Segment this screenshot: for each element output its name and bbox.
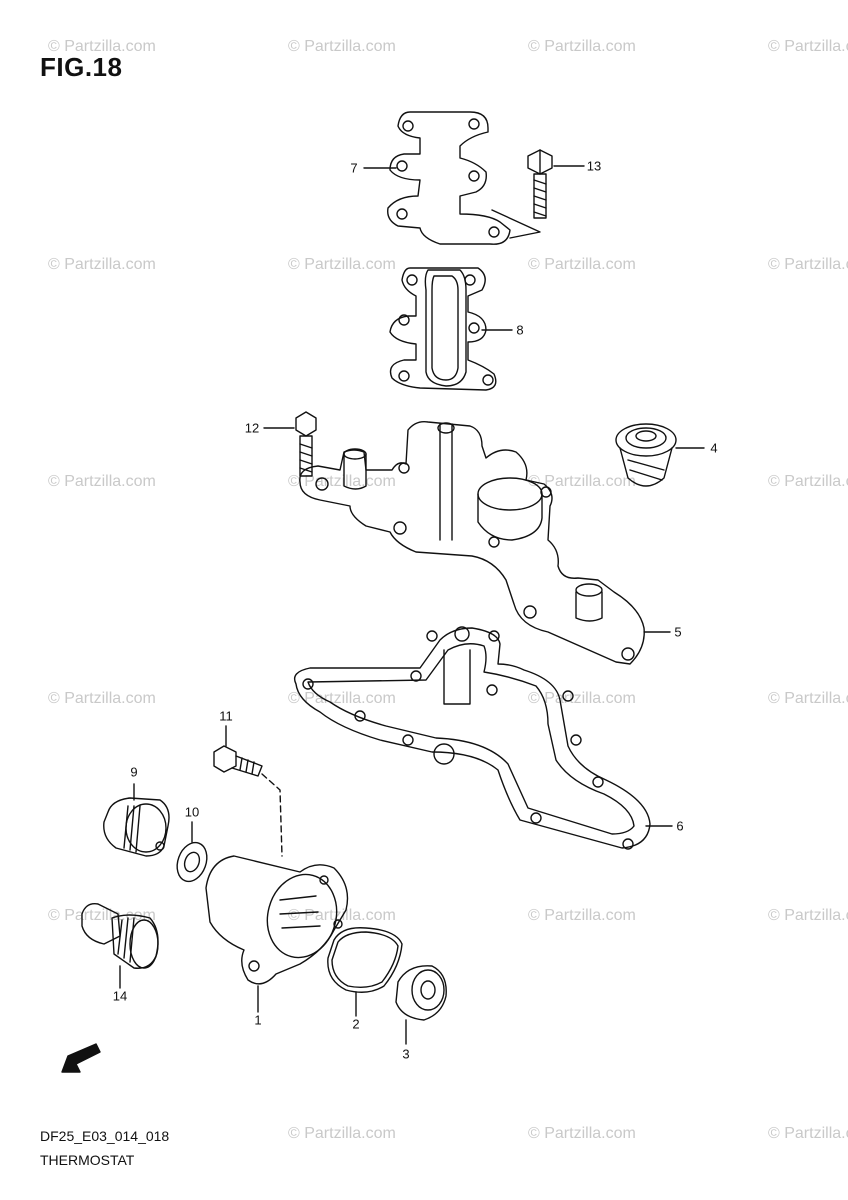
watermark: © Partzilla.com	[528, 256, 636, 273]
part-14-fitting	[81, 903, 159, 969]
part-2-o-ring	[327, 927, 403, 993]
part-11-bolt	[213, 745, 263, 777]
watermark: © Partzilla.com	[288, 473, 396, 490]
watermark: © Partzilla.com	[528, 38, 636, 55]
part-10-washer	[176, 841, 208, 883]
part-5-cover	[299, 420, 645, 665]
watermark: © Partzilla.com	[48, 690, 156, 707]
callout-6: 6	[676, 818, 684, 834]
figure-title: FIG.18	[40, 52, 123, 82]
callout-10: 10	[184, 804, 200, 820]
part-13-bolt	[527, 149, 553, 219]
callout-1: 1	[254, 1012, 262, 1028]
part-7-plate	[387, 111, 541, 245]
watermark: © Partzilla.com	[768, 256, 848, 273]
part-4-thermostat	[615, 423, 677, 487]
watermark: © Partzilla.com	[528, 1125, 636, 1142]
watermark: © Partzilla.com	[528, 907, 636, 924]
watermark: © Partzilla.com	[48, 256, 156, 273]
callout-7: 7	[350, 160, 358, 176]
callout-4: 4	[710, 440, 718, 456]
callout-12: 12	[244, 420, 260, 436]
part-9-plug	[103, 797, 170, 857]
fwd-arrow-icon	[61, 1043, 101, 1073]
watermark: © Partzilla.com	[48, 907, 156, 924]
callout-13: 13	[586, 158, 602, 174]
watermark: © Partzilla.com	[528, 473, 636, 490]
callout-14: 14	[112, 988, 128, 1004]
figure-code: DF25_E03_014_018	[40, 1128, 170, 1144]
callout-3: 3	[402, 1046, 410, 1062]
callout-5: 5	[674, 624, 682, 640]
callout-9: 9	[130, 764, 138, 780]
watermark: © Partzilla.com	[288, 256, 396, 273]
callout-2: 2	[352, 1016, 360, 1032]
part-3-cap	[395, 965, 447, 1021]
part-8-gasket	[389, 267, 497, 391]
callout-11: 11	[219, 708, 233, 724]
watermark: © Partzilla.com	[528, 690, 636, 707]
watermark: © Partzilla.com	[768, 907, 848, 924]
watermark: © Partzilla.com	[768, 690, 848, 707]
part-1-housing	[205, 855, 349, 985]
watermark: © Partzilla.com	[288, 38, 396, 55]
callout-8: 8	[516, 322, 524, 338]
watermark: © Partzilla.com	[48, 473, 156, 490]
watermark: © Partzilla.com	[288, 690, 396, 707]
part-6-gasket	[293, 626, 651, 850]
watermark: © Partzilla.com	[48, 38, 156, 55]
assembly-line-11	[261, 773, 283, 857]
watermark: © Partzilla.com	[288, 1125, 396, 1142]
watermark: © Partzilla.com	[768, 38, 848, 55]
watermark: © Partzilla.com	[768, 1125, 848, 1142]
figure-name: THERMOSTAT	[40, 1152, 135, 1168]
watermark: © Partzilla.com	[768, 473, 848, 490]
